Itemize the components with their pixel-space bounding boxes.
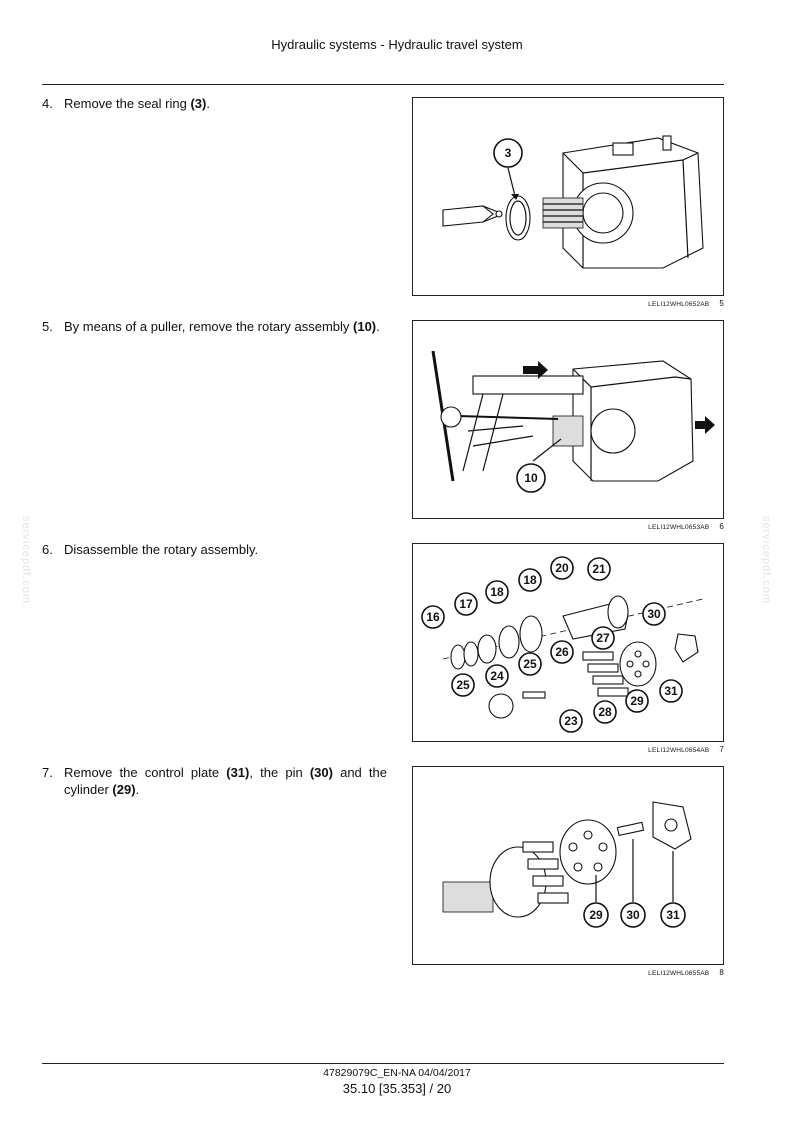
callout-25: 25 — [518, 652, 542, 676]
svg-text:21: 21 — [592, 562, 606, 576]
callout-24: 24 — [485, 664, 509, 688]
svg-text:25: 25 — [456, 678, 470, 692]
svg-text:27: 27 — [596, 631, 610, 645]
callout-31: 31 — [660, 902, 686, 928]
svg-text:20: 20 — [555, 561, 569, 575]
svg-text:10: 10 — [524, 471, 538, 485]
figure-rotary-assembly-puller: 10 — [412, 320, 724, 519]
figure-illustration: 16 17 18 18 20 21 30 27 26 25 24 25 23 2… — [421, 556, 704, 733]
step-text: By means of a puller, remove the rotary … — [64, 319, 380, 334]
svg-text:24: 24 — [490, 669, 504, 683]
step-text: Disassemble the rotary assembly. — [64, 542, 259, 557]
footer-rule — [42, 1063, 724, 1064]
svg-text:31: 31 — [666, 908, 680, 922]
callout-29: 29 — [583, 902, 609, 928]
step-4: 4. Remove the seal ring (3). — [42, 95, 387, 112]
callout-30: 30 — [620, 902, 646, 928]
callout-25: 25 — [451, 673, 475, 697]
svg-text:18: 18 — [523, 573, 537, 587]
callout-18: 18 — [518, 568, 542, 592]
callout-27: 27 — [591, 626, 615, 650]
svg-text:28: 28 — [598, 705, 612, 719]
step-number: 7. — [42, 765, 53, 780]
svg-text:30: 30 — [626, 908, 640, 922]
svg-text:30: 30 — [647, 607, 661, 621]
svg-text:31: 31 — [664, 684, 678, 698]
figure-illustration: 29 30 31 — [442, 801, 692, 928]
svg-text:25: 25 — [523, 657, 537, 671]
callout-17: 17 — [454, 592, 478, 616]
svg-text:26: 26 — [555, 645, 569, 659]
step-number: 6. — [42, 542, 53, 557]
figure-illustration: 3 — [442, 135, 704, 269]
step-text: Remove the seal ring (3). — [64, 96, 210, 111]
svg-text:29: 29 — [589, 908, 603, 922]
callout-20: 20 — [550, 556, 574, 580]
step-number: 5. — [42, 319, 53, 334]
step-5: 5. By means of a puller, remove the rota… — [42, 318, 387, 335]
step-number: 4. — [42, 96, 53, 111]
svg-text:18: 18 — [490, 585, 504, 599]
step-7: 7. Remove the control plate (31), the pi… — [42, 764, 387, 798]
figure-illustration: 10 — [431, 350, 715, 493]
callout-26: 26 — [550, 640, 574, 664]
svg-text:29: 29 — [630, 694, 644, 708]
step-text: Remove the control plate (31), the pin (… — [64, 765, 387, 797]
callout-23: 23 — [559, 709, 583, 733]
svg-text:16: 16 — [426, 610, 440, 624]
callout-29: 29 — [625, 689, 649, 713]
header-rule — [42, 84, 724, 85]
svg-text:3: 3 — [505, 146, 512, 160]
callout-28: 28 — [593, 700, 617, 724]
callout-21: 21 — [587, 557, 611, 581]
callout-30: 30 — [642, 602, 666, 626]
figure-control-plate-removal: 29 30 31 — [412, 766, 724, 965]
callout-3: 3 — [493, 138, 523, 168]
callout-16: 16 — [421, 605, 445, 629]
step-6: 6. Disassemble the rotary assembly. — [42, 541, 387, 558]
figure-seal-ring-removal: 3 — [412, 97, 724, 296]
callout-10: 10 — [516, 463, 546, 493]
footer-document-id: 47829079C_EN-NA 04/04/2017 — [323, 1067, 471, 1079]
svg-text:23: 23 — [564, 714, 578, 728]
callout-31: 31 — [659, 679, 683, 703]
page-header-title: Hydraulic systems - Hydraulic travel sys… — [271, 37, 523, 52]
svg-text:17: 17 — [459, 597, 473, 611]
footer-page-number: 35.10 [35.353] / 20 — [342, 1081, 452, 1096]
watermark-right: servicepdf.com — [760, 516, 772, 604]
callout-18: 18 — [485, 580, 509, 604]
figure-rotary-assembly-exploded: 16 17 18 18 20 21 30 27 26 25 24 25 23 2… — [412, 543, 724, 742]
watermark-left: servicepdf.com — [20, 516, 32, 604]
